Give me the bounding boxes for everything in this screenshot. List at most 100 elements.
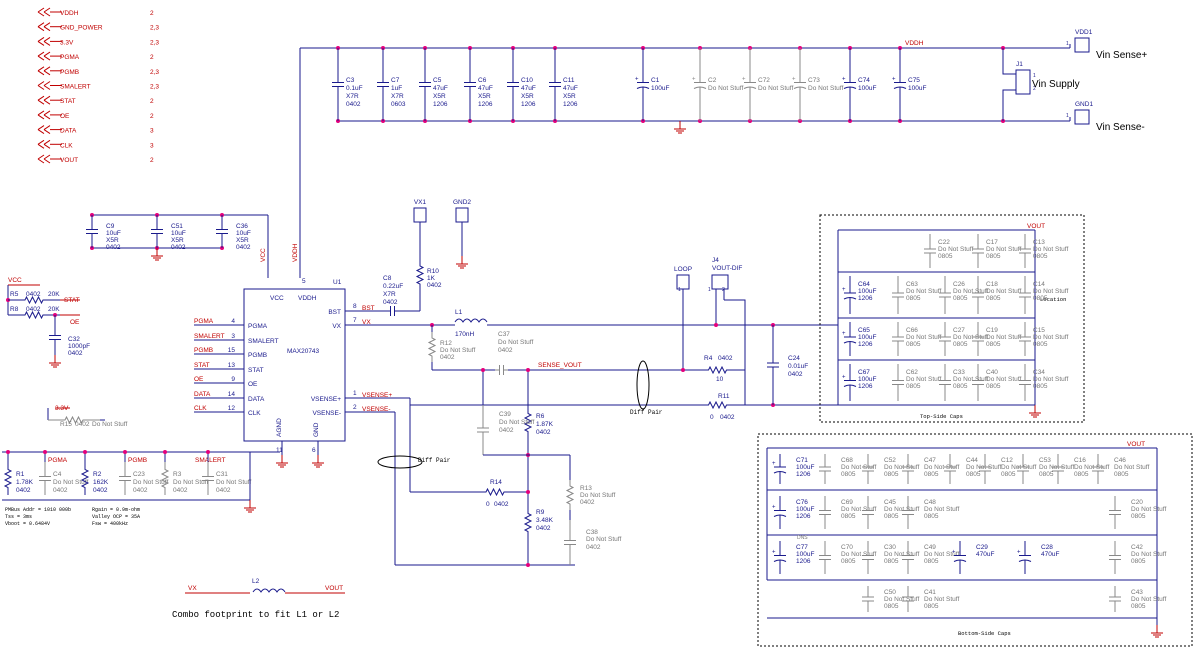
cap-value: 47uF (433, 85, 448, 92)
cap-value: Do Not Stuff (1074, 464, 1109, 471)
cap-package: 0805 (953, 295, 968, 302)
cap-value: Do Not Stuff (499, 419, 534, 426)
cap-ref: C18 (986, 281, 998, 288)
capacitor-plate-curved (953, 559, 967, 562)
capacitor-plate-curved (843, 297, 857, 300)
cap-ref: C3 (346, 77, 355, 84)
cap-value: 1uF (391, 85, 402, 92)
cap-ref: C46 (1114, 457, 1126, 464)
cap-dielectric: X5R (236, 237, 249, 244)
polarity-mark: + (842, 77, 846, 83)
pin-name: VSENSE+ (311, 396, 341, 403)
cap-dielectric: X5R (563, 93, 576, 100)
pin-net: PGMB (194, 347, 213, 354)
part-value: Do Not Stuff (216, 479, 251, 486)
cap-package: 1206 (796, 471, 811, 478)
resistor (427, 332, 437, 362)
res-ref: R8 (10, 306, 19, 313)
cap-value: Do Not Stuff (938, 246, 973, 253)
capacitor-plate-curved (843, 86, 857, 89)
cap-package: 0805 (986, 383, 1001, 390)
connector-ref: J1 (1016, 61, 1023, 68)
cap-value: Do Not Stuff (953, 334, 988, 341)
label: 1 (1033, 73, 1036, 79)
cap-package: 0805 (884, 471, 899, 478)
capacitor-plate-curved (843, 384, 857, 387)
cap-package: 0603 (391, 101, 406, 108)
pin-name: VX (332, 323, 341, 330)
port-sheet-ref: 2 (150, 98, 154, 105)
cap-package: 0805 (924, 513, 939, 520)
port-sheet-ref: 2,3 (150, 39, 159, 46)
res-value: 1K (427, 275, 436, 282)
cap-package: 0805 (841, 558, 856, 565)
cap-package: 0805 (1114, 471, 1129, 478)
part-ref: R1 (16, 471, 25, 478)
gnd1-terminal (1074, 109, 1090, 125)
cap-package: 0805 (884, 513, 899, 520)
part-ref: R2 (93, 471, 102, 478)
port-arrow (37, 22, 51, 32)
res-package: 0402 (26, 291, 41, 298)
label: 1 (708, 287, 711, 293)
res-package: 0402 (494, 501, 509, 508)
cap-ref: C13 (1033, 239, 1045, 246)
pin-name: STAT (248, 367, 264, 374)
inductor-l2 (252, 588, 286, 593)
connector-label: VOUT-DIF (712, 265, 742, 272)
polarity-mark: + (842, 375, 846, 381)
cap-value: Do Not Stuff (1033, 246, 1068, 253)
pin-num: 7 (353, 317, 357, 324)
cap-value: Do Not Stuff (986, 376, 1021, 383)
polarity-mark: + (792, 77, 796, 83)
cap-ref: C45 (884, 499, 896, 506)
cap-value: 470uF (1041, 551, 1059, 558)
cap-package: 0805 (906, 383, 921, 390)
cap-value: Do Not Stuff (1131, 596, 1166, 603)
res-package: 0402 (536, 525, 551, 532)
res-package: 0402 (427, 282, 442, 289)
cap-value: Do Not Stuff (884, 596, 919, 603)
connector-ref: J4 (712, 257, 719, 264)
port-name: PGMB (60, 69, 79, 76)
pin-num: 6 (312, 447, 316, 454)
res-package: 0402 (720, 414, 735, 421)
res-value: Do Not Stuff (92, 421, 127, 428)
port-name: GND_POWER (60, 25, 103, 32)
cap-value: Do Not Stuff (986, 246, 1021, 253)
wire (724, 299, 746, 405)
cap-ref: C67 (858, 369, 870, 376)
cap-ref: C19 (986, 327, 998, 334)
cap-ref: C30 (884, 544, 896, 551)
cap-package: 0805 (1131, 513, 1146, 520)
cap-ref: C63 (906, 281, 918, 288)
cap-ref: C15 (1033, 327, 1045, 334)
cap-ref: C69 (841, 499, 853, 506)
res-value: 0 (710, 414, 714, 421)
net-label-vddh-pin: VDDH (292, 243, 299, 262)
cap-value: Do Not Stuff (1033, 376, 1068, 383)
port-name: OE (60, 113, 70, 120)
pin-net: OE (194, 376, 204, 383)
test-point-gnd2 (455, 207, 469, 223)
res-value: 10 (716, 376, 724, 383)
port-name: CLK (60, 142, 73, 149)
cap-package: 0402 (236, 244, 251, 251)
cap-value: Do Not Stuff (841, 506, 876, 513)
net-label: SMALERT (195, 457, 226, 464)
part-package: 0402 (53, 487, 68, 494)
resistor (415, 260, 425, 290)
junction-dot (6, 450, 10, 454)
cap-value: 100uF (858, 334, 876, 341)
cap-ref: C2 (708, 77, 717, 84)
capacitor-plate-curved (636, 86, 650, 89)
pin-name: BST (328, 309, 341, 316)
junction-dot (681, 368, 685, 372)
dns-mark: DNS (797, 535, 808, 541)
cap-value: Do Not Stuff (906, 288, 941, 295)
note: Fsw = 400kHz (92, 521, 128, 527)
cap-value: Do Not Stuff (986, 288, 1021, 295)
cap-value: 100uF (858, 85, 876, 92)
pin-name: DATA (248, 396, 265, 403)
